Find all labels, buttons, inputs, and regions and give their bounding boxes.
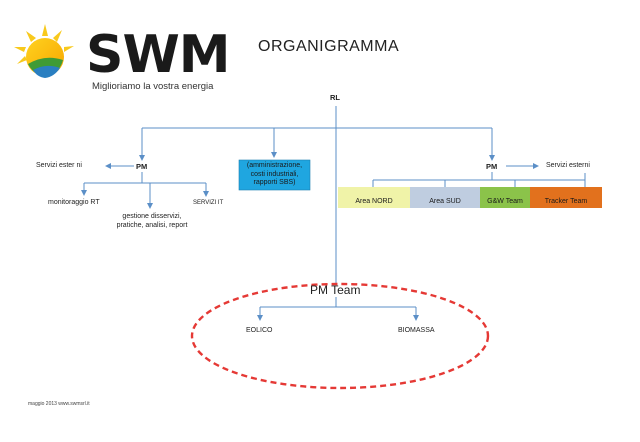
right-pm-node: PM — [486, 162, 498, 171]
node-biomassa: BIOMASSA — [398, 327, 435, 334]
node-eolico: EOLICO — [246, 327, 273, 334]
pm-team-outline — [190, 282, 490, 390]
logo-wordmark: SWM — [86, 25, 231, 85]
left-external-services: Servizi ester ni — [36, 162, 82, 169]
left-pm-node: PM — [136, 162, 148, 171]
right-external-services: Servizi esterni — [546, 162, 590, 169]
gw-team-box: G&W Team — [487, 198, 523, 205]
node-servizi-it: SERVIZI IT — [193, 200, 224, 206]
page-title: ORGANIGRAMMA — [258, 38, 400, 55]
logo-icon — [14, 24, 74, 78]
node-gestione: gestione disservizi, pratiche, analisi, … — [116, 213, 188, 230]
node-monitoraggio: monitoraggio RT — [48, 199, 100, 206]
admin-box-shape — [238, 159, 311, 191]
logo-tagline: Miglioriamo la vostra energia — [92, 81, 214, 92]
admin-box-label: (amministrazione, costi industriali, rap… — [246, 161, 303, 187]
footer-text: maggio 2013 www.swmsrl.it — [28, 401, 90, 407]
pm-team-label: PM Team — [310, 283, 361, 297]
area-nord-box: Area NORD — [355, 198, 393, 205]
root-node-rl: RL — [330, 93, 340, 102]
tracker-team-box: Tracker Team — [544, 198, 588, 205]
area-sud-box: Area SUD — [429, 198, 461, 205]
